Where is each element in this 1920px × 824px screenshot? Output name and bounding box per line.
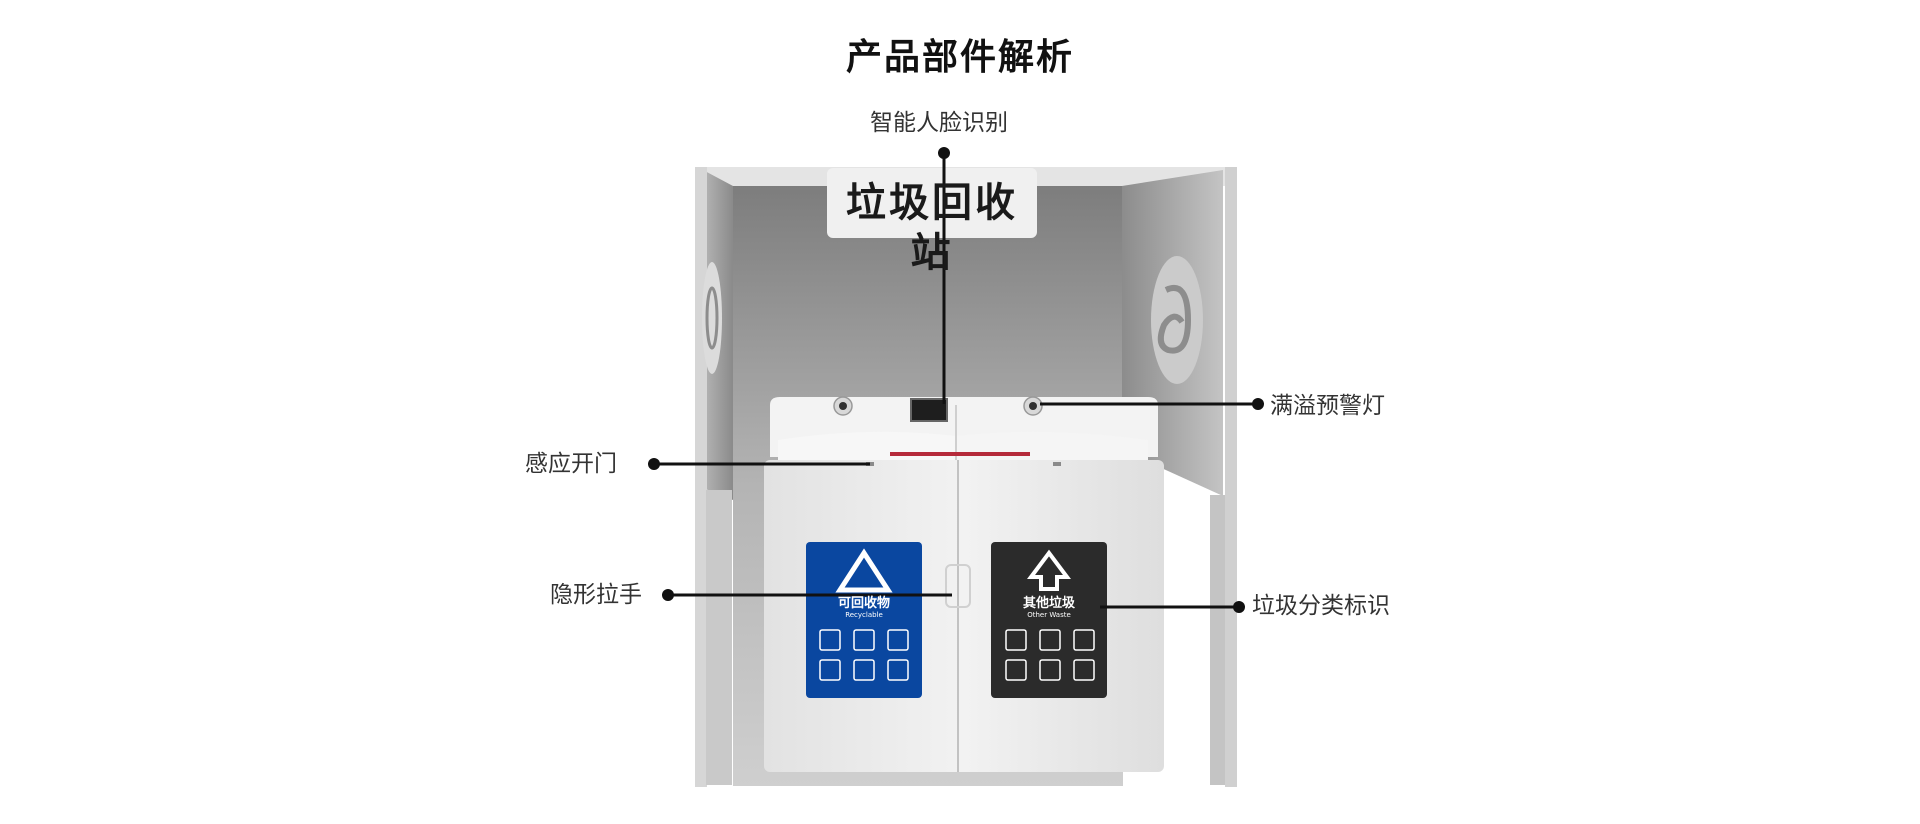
callout-sensor-door: 感应开门 xyxy=(525,451,617,477)
callout-sorting-label: 垃圾分类标识 xyxy=(1252,593,1390,619)
other-waste-label-cn: 其他垃圾 xyxy=(1022,596,1075,611)
callout-lines xyxy=(648,147,1264,613)
callout-hidden-handle: 隐形拉手 xyxy=(550,582,642,608)
station-sign-text: 垃圾回收站 xyxy=(846,180,1018,276)
other-waste-label-en: Other Waste xyxy=(1027,611,1071,619)
face-camera-icon xyxy=(910,398,948,422)
recyclable-label-en: Recyclable xyxy=(845,611,883,619)
other-waste-icon xyxy=(1027,549,1071,591)
recycle-icon xyxy=(835,548,893,593)
page-title: 产品部件解析 xyxy=(845,37,1074,78)
callout-face-recognition: 智能人脸识别 xyxy=(870,110,1008,136)
wall-logo-icon xyxy=(702,256,1203,384)
other-waste-label-panel xyxy=(991,542,1107,698)
other-waste-label: 其他垃圾 Other Waste xyxy=(991,596,1107,620)
recyclable-label-cn: 可回收物 xyxy=(837,596,890,611)
station-sign xyxy=(827,168,1037,238)
recyclable-label-panel xyxy=(806,542,922,698)
recyclable-label: 可回收物 Recyclable xyxy=(806,596,922,620)
callout-overflow-light: 满溢预警灯 xyxy=(1270,393,1385,419)
